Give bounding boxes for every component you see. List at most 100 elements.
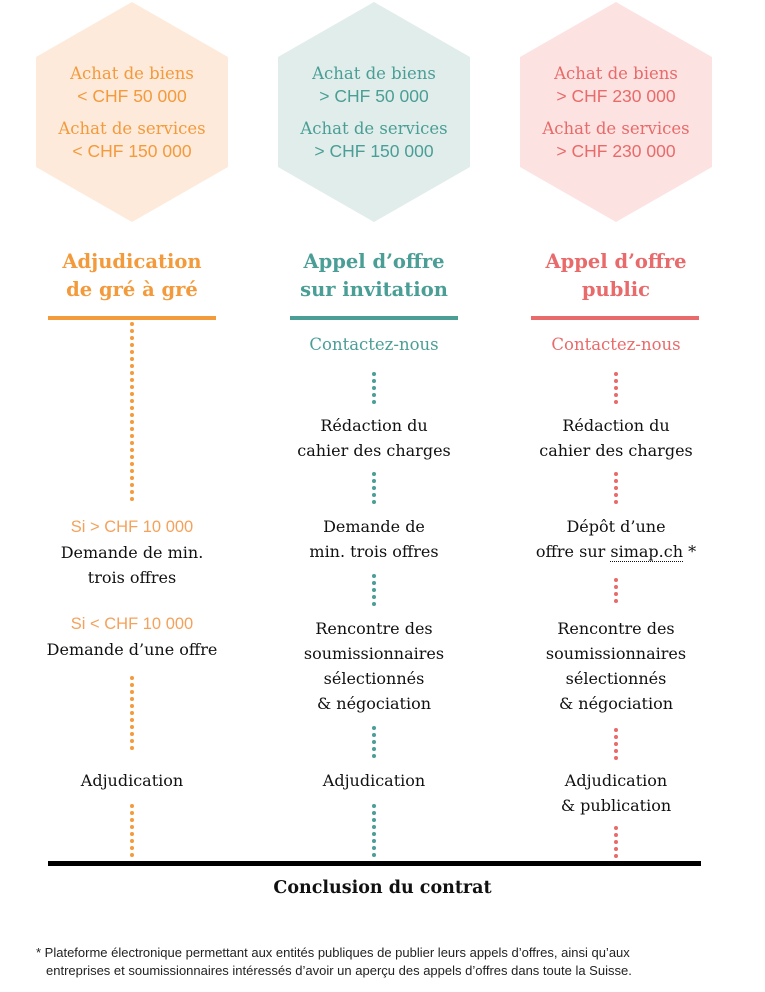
connector-dot <box>372 754 376 758</box>
conclusion-label: Conclusion du contrat <box>273 878 492 898</box>
connector-dot <box>372 804 376 808</box>
contact-link[interactable]: Contactez-nous <box>309 335 439 354</box>
connector-dot <box>372 479 376 483</box>
connector-dot <box>372 853 376 857</box>
connector-dot <box>130 476 134 480</box>
title-line: de gré à gré <box>66 278 198 301</box>
step-text: trois offres <box>87 568 177 587</box>
connector-dot <box>614 592 618 596</box>
connector-dot <box>130 420 134 424</box>
step-text: soumissionnaires <box>303 644 445 663</box>
connector-dot <box>130 357 134 361</box>
hexagon-shape <box>520 2 712 222</box>
connector-dot <box>372 574 376 578</box>
connector-dot <box>614 393 618 397</box>
connector-dot <box>130 690 134 694</box>
dotted-connector <box>130 322 134 504</box>
services-label: Achat de services <box>542 119 690 138</box>
connector-dot <box>614 599 618 603</box>
connector-dot <box>130 336 134 340</box>
step-text: & négociation <box>558 694 674 713</box>
simap-link[interactable]: simap.ch <box>610 542 683 562</box>
step-text: offre sur <box>535 542 611 561</box>
connector-dot <box>372 839 376 843</box>
step-adjudication: Adjudication <box>12 768 252 793</box>
connector-dot <box>614 742 618 746</box>
connector-dot <box>130 441 134 445</box>
connector-dot <box>130 350 134 354</box>
step-text: Adjudication <box>322 771 426 790</box>
connector-dot <box>130 329 134 333</box>
connector-dot <box>372 393 376 397</box>
step-text: Adjudication <box>564 771 668 790</box>
step-text: Rencontre des <box>557 619 675 638</box>
step-text: sélectionnés <box>565 669 667 688</box>
goods-label: Achat de biens <box>70 64 194 83</box>
step-text: Demande de min. <box>60 543 204 562</box>
connector-dot <box>614 578 618 582</box>
connector-dot <box>130 683 134 687</box>
footnote-line: * Plateforme électronique permettant aux… <box>36 945 630 960</box>
connector-dot <box>130 490 134 494</box>
services-amount: > CHF 230 000 <box>556 141 676 161</box>
hexagon-threshold-invitation: Achat de biens > CHF 50 000 Achat de ser… <box>278 2 470 222</box>
step-meeting-negotiation: Rencontre des soumissionnaires sélection… <box>254 616 494 716</box>
connector-dot <box>372 733 376 737</box>
step-text: Rédaction du <box>320 416 428 435</box>
procedure-title-public: Appel d’offre public <box>496 248 736 304</box>
connector-dot <box>614 493 618 497</box>
goods-amount: > CHF 50 000 <box>319 86 429 106</box>
connector-dot <box>614 500 618 504</box>
dotted-connector <box>614 728 618 763</box>
connector-dot <box>614 756 618 760</box>
connector-dot <box>130 378 134 382</box>
connector-dot <box>372 493 376 497</box>
connector-dot <box>372 472 376 476</box>
connector-dot <box>372 486 376 490</box>
step-text: min. trois offres <box>309 542 439 561</box>
condition-label: Si > CHF 10 000 <box>70 518 194 536</box>
dotted-connector <box>614 578 618 606</box>
dotted-connector <box>614 826 618 861</box>
step-adjudication-publication: Adjudication & publication <box>496 768 736 818</box>
connector-dot <box>372 595 376 599</box>
step-text: Demande de <box>323 517 425 536</box>
connector-dot <box>130 711 134 715</box>
goods-amount: > CHF 230 000 <box>556 86 676 106</box>
connector-dot <box>130 385 134 389</box>
title-underline <box>290 316 458 320</box>
contact-link[interactable]: Contactez-nous <box>551 335 681 354</box>
connector-dot <box>130 718 134 722</box>
connector-dot <box>130 839 134 843</box>
connector-dot <box>130 676 134 680</box>
hexagon-shape <box>278 2 470 222</box>
step-text: Demande d’une offre <box>46 640 218 659</box>
connector-dot <box>130 853 134 857</box>
title-underline <box>48 316 216 320</box>
connector-dot <box>130 846 134 850</box>
connector-dot <box>614 472 618 476</box>
connector-dot <box>130 399 134 403</box>
connector-dot <box>130 364 134 368</box>
connector-dot <box>130 697 134 701</box>
connector-dot <box>130 732 134 736</box>
dotted-connector <box>372 804 376 860</box>
connector-dot <box>372 500 376 504</box>
title-line: public <box>581 278 651 301</box>
step-conditional-three-offers: Si > CHF 10 000 Demande de min. trois of… <box>12 515 252 590</box>
connector-dot <box>372 846 376 850</box>
connector-dot <box>372 832 376 836</box>
connector-dot <box>130 462 134 466</box>
connector-dot <box>130 483 134 487</box>
connector-dot <box>130 818 134 822</box>
connector-dot <box>614 826 618 830</box>
footnote: * Plateforme électronique permettant aux… <box>36 944 736 980</box>
title-line: Appel d’offre <box>545 250 687 273</box>
procedure-title-gre-a-gre: Adjudication de gré à gré <box>12 248 252 304</box>
connector-dot <box>614 585 618 589</box>
step-text: soumissionnaires <box>545 644 687 663</box>
connector-dot <box>372 372 376 376</box>
connector-dot <box>372 825 376 829</box>
dotted-connector <box>372 574 376 609</box>
condition-label: Si < CHF 10 000 <box>70 615 194 633</box>
